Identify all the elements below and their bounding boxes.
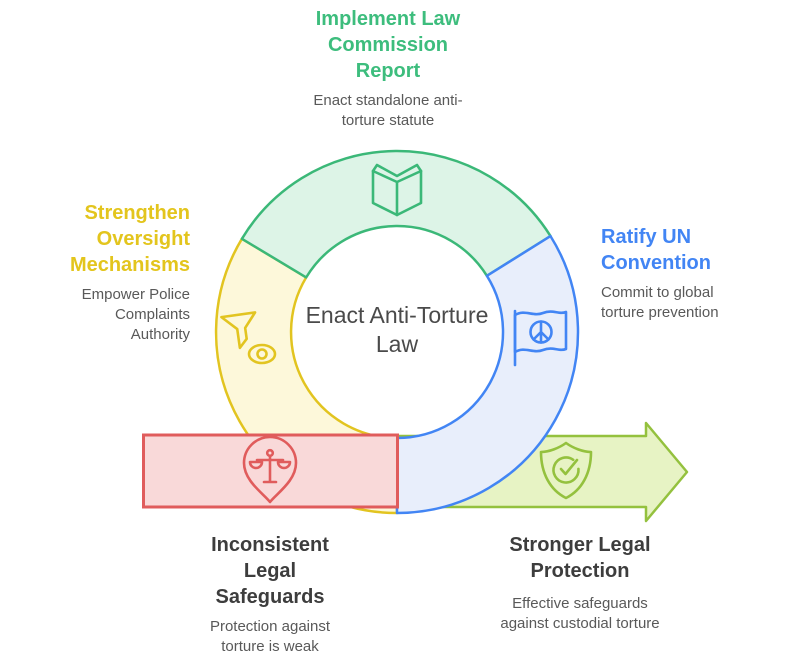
peace-flag-icon — [513, 309, 568, 367]
funnel-eye-icon — [220, 311, 277, 365]
ratify-title: Ratify UN Convention — [601, 226, 711, 274]
node-ratify-label: Ratify UN Convention Commit to global to… — [601, 224, 781, 323]
node-outcome-label: Stronger Legal Protection Effective safe… — [480, 532, 680, 634]
center-node-text: Enact Anti-Torture Law — [305, 302, 489, 357]
scales-pin-icon — [242, 435, 298, 504]
node-problem-label: Inconsistent Legal Safeguards Protection… — [170, 532, 370, 657]
implement-title: Implement Law Commission Report — [315, 8, 461, 82]
problem-box-shape — [142, 433, 399, 509]
ratify-subtitle: Commit to global torture prevention — [601, 284, 719, 321]
outcome-subtitle: Effective safeguards against custodial t… — [500, 595, 660, 632]
center-node-label: Enact Anti-Torture Law — [287, 301, 507, 359]
outcome-title: Stronger Legal Protection — [509, 534, 651, 582]
node-implement-label: Implement Law Commission Report Enact st… — [288, 6, 488, 131]
node-oversight-label: Strengthen Oversight Mechanisms Empower … — [30, 200, 190, 345]
implement-subtitle: Enact standalone anti-torture statute — [313, 92, 463, 129]
open-book-icon — [371, 163, 423, 217]
problem-title: Inconsistent Legal Safeguards — [211, 534, 329, 608]
segment-ratify — [395, 234, 580, 515]
shield-check-icon — [539, 441, 593, 500]
oversight-subtitle: Empower Police Complaints Authority — [81, 286, 190, 343]
oversight-title: Strengthen Oversight Mechanisms — [69, 202, 190, 276]
problem-subtitle: Protection against torture is weak — [209, 618, 331, 655]
